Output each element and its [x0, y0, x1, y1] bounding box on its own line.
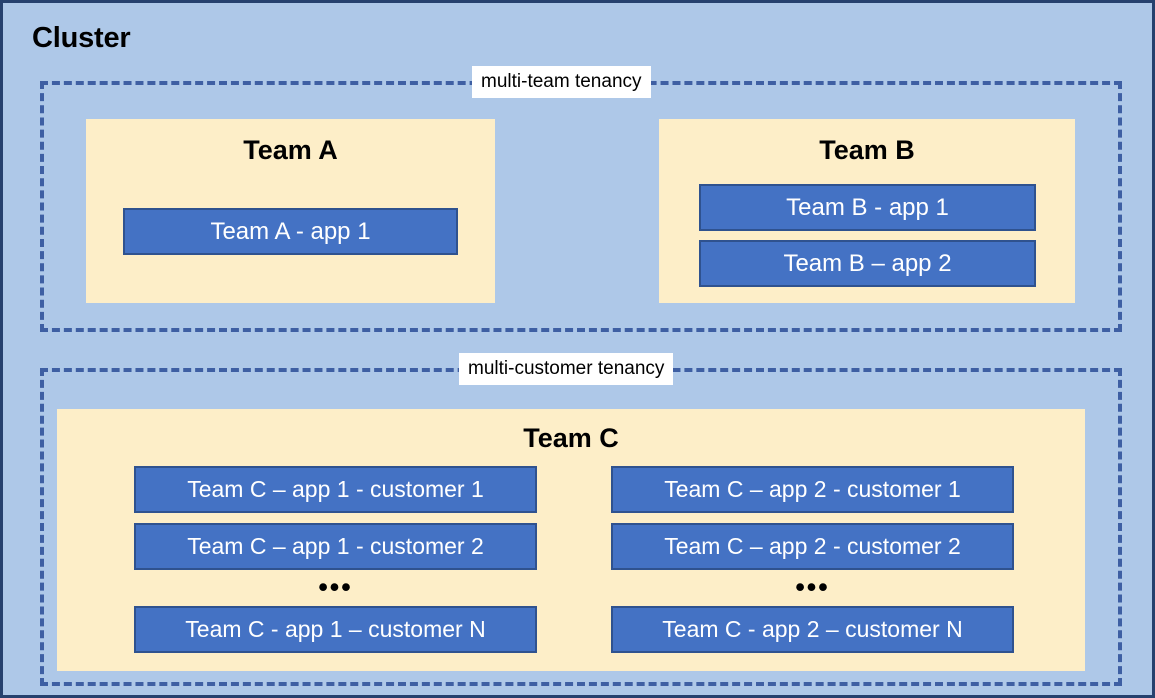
app-box-team-c-app-1-customer-1[interactable]: Team C – app 1 - customer 1: [134, 466, 537, 513]
ellipsis-team-c-app-2: •••: [795, 572, 830, 602]
ellipsis-team-c-app-1: •••: [318, 572, 353, 602]
team-b-title: Team B: [819, 135, 915, 165]
app-box-team-b-app-1[interactable]: Team B - app 1: [699, 184, 1036, 231]
app-box-team-c-app-2-customer-n[interactable]: Team C - app 2 – customer N: [611, 606, 1014, 653]
app-box-team-b-app-2[interactable]: Team B – app 2: [699, 240, 1036, 287]
team-c-app-1-column: Team C – app 1 - customer 1 Team C – app…: [134, 466, 537, 653]
app-box-team-a-app-1[interactable]: Team A - app 1: [123, 208, 458, 255]
app-box-team-c-app-1-customer-n[interactable]: Team C - app 1 – customer N: [134, 606, 537, 653]
team-a-panel: Team A Team A - app 1: [86, 119, 495, 303]
team-c-app-2-column: Team C – app 2 - customer 1 Team C – app…: [611, 466, 1014, 653]
team-c-panel: Team C Team C – app 1 - customer 1 Team …: [57, 409, 1085, 671]
team-b-app-list: Team B - app 1 Team B – app 2: [699, 184, 1036, 287]
multi-customer-tenancy-label: multi-customer tenancy: [459, 353, 674, 385]
cluster-title: Cluster: [32, 22, 131, 54]
app-box-team-c-app-2-customer-2[interactable]: Team C – app 2 - customer 2: [611, 523, 1014, 570]
team-a-app-list: Team A - app 1: [123, 208, 458, 255]
app-box-team-c-app-2-customer-1[interactable]: Team C – app 2 - customer 1: [611, 466, 1014, 513]
multi-team-tenancy-label: multi-team tenancy: [472, 66, 651, 98]
team-b-panel: Team B Team B - app 1 Team B – app 2: [659, 119, 1075, 303]
app-box-team-c-app-1-customer-2[interactable]: Team C – app 1 - customer 2: [134, 523, 537, 570]
team-a-title: Team A: [243, 135, 338, 165]
team-c-title: Team C: [523, 423, 619, 453]
